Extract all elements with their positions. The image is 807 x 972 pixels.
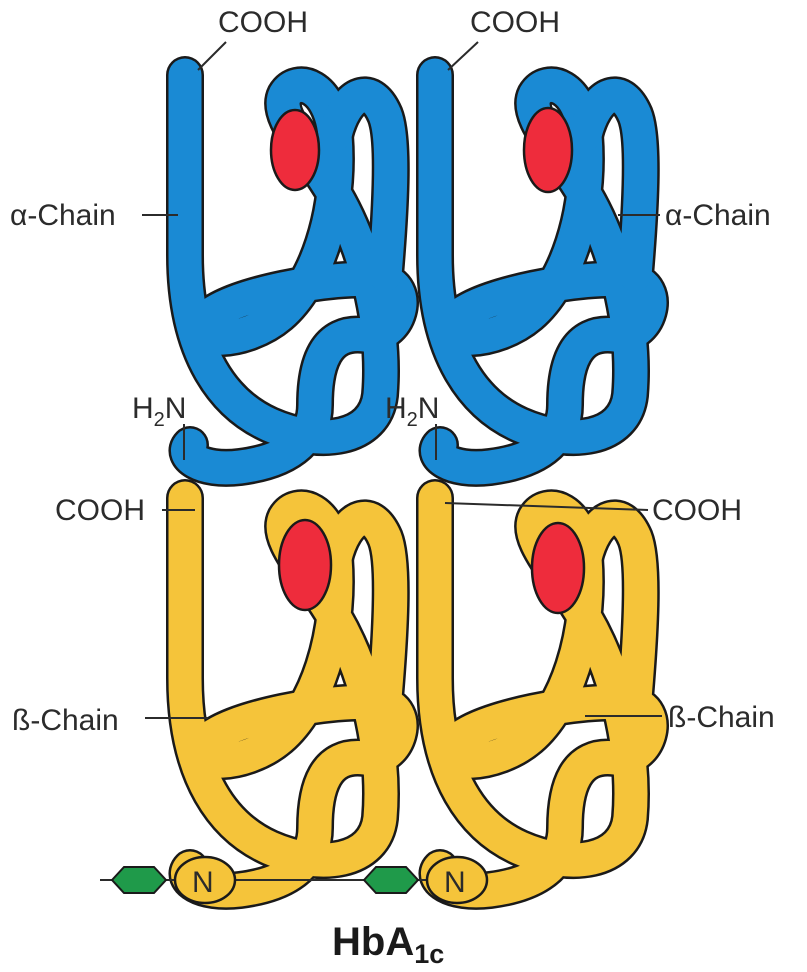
cooh-leader-alpha-left	[198, 42, 226, 70]
diagram-title: HbA1c	[332, 920, 444, 969]
svg-text:H2N: H2N	[132, 392, 186, 431]
cooh-label-beta-left: COOH	[55, 494, 145, 527]
heme-beta-left	[279, 520, 331, 610]
h2n-label-right: H2N	[385, 392, 439, 431]
glucose-hexagon-left	[112, 867, 166, 893]
alpha-chain-label-right: α-Chain	[665, 199, 771, 232]
h2n-label-left: H2N	[132, 392, 186, 431]
beta-chain-label-left: ß-Chain	[12, 704, 119, 737]
heme-alpha-left	[271, 110, 319, 190]
n-terminus-label-left: N	[192, 866, 214, 899]
cooh-leader-alpha-right	[448, 42, 478, 70]
cooh-label-alpha-right: COOH	[470, 6, 560, 39]
heme-beta-right	[532, 523, 584, 613]
glucose-hexagon-right	[364, 867, 418, 893]
svg-text:H2N: H2N	[385, 392, 439, 431]
cooh-label-beta-right: COOH	[652, 494, 742, 527]
beta-chain-label-right: ß-Chain	[668, 701, 775, 734]
alpha-chain-label-left: α-Chain	[10, 199, 116, 232]
cooh-label-alpha-left: COOH	[218, 6, 308, 39]
n-terminus-label-right: N	[444, 866, 466, 899]
heme-alpha-right	[524, 108, 572, 192]
